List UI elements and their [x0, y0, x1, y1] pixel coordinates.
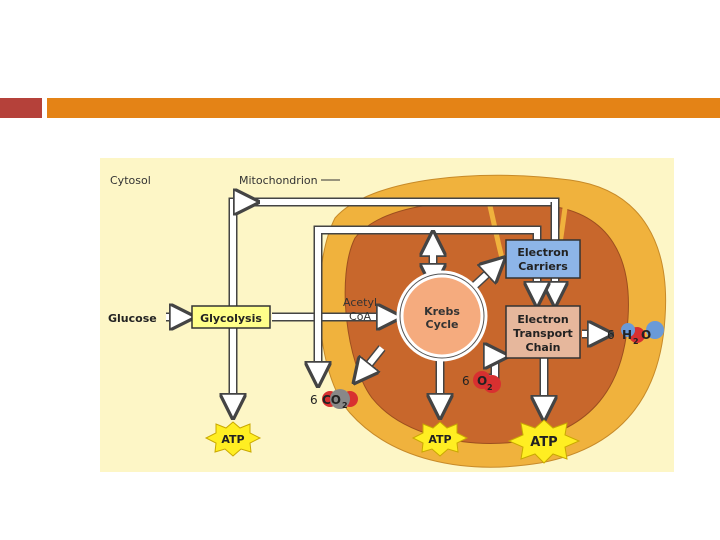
o2-symbol: O: [477, 374, 487, 388]
o2-coefficient: 6: [462, 374, 470, 388]
cytosol-label: Cytosol: [110, 174, 151, 187]
krebs-label-line2: Cycle: [426, 318, 459, 331]
atp-label-2: ATP: [428, 433, 451, 446]
title-accent-bar-left: [0, 98, 42, 118]
etc-label-line1: Electron: [517, 313, 568, 326]
atp-label-1: ATP: [221, 433, 244, 446]
carriers-label-line2: Carriers: [518, 260, 568, 273]
glycolysis-label: Glycolysis: [200, 312, 262, 325]
krebs-cycle-node: Krebs Cycle: [396, 270, 488, 362]
co2-subscript: 2: [342, 401, 348, 410]
arrow-krebs-to-carriers: [468, 262, 500, 292]
co2-symbol: CO: [322, 393, 341, 407]
electron-carriers-node: Electron Carriers: [505, 239, 581, 279]
krebs-label-line1: Krebs: [424, 305, 460, 318]
title-accent-bar-right: [47, 98, 720, 118]
glycolysis-node: Glycolysis: [191, 305, 271, 329]
acetyl-coa-label-line1: Acetyl: [343, 296, 377, 309]
etc-label-line2: Transport: [513, 327, 573, 340]
h2o-coefficient: 6: [607, 328, 615, 342]
atp-burst-glycolysis: ATP: [204, 421, 262, 457]
o2-subscript: 2: [487, 383, 493, 392]
cellular-respiration-diagram: Krebs Cycle Electron Carriers Electron T…: [100, 158, 674, 472]
atp-burst-krebs: ATP: [411, 421, 469, 457]
o2-molecule: 6 O 2: [462, 371, 501, 393]
h2o-subscript: 2: [633, 337, 639, 346]
mitochondrion-label: Mitochondrion: [239, 174, 318, 187]
atp-label-3: ATP: [530, 435, 557, 450]
atp-burst-etc: ATP: [507, 419, 581, 464]
carriers-label-line1: Electron: [517, 246, 568, 259]
arrow-krebs-to-co2: [358, 345, 386, 378]
h2o-molecule: 6 H 2 O: [607, 321, 664, 346]
co2-coefficient: 6: [310, 393, 318, 407]
etc-label-line3: Chain: [526, 341, 561, 354]
h2o-hydrogen: H: [622, 328, 632, 342]
acetyl-coa-label-line2: CoA: [349, 310, 371, 323]
glucose-label: Glucose: [108, 312, 157, 325]
co2-molecule: 6 CO 2: [310, 389, 358, 410]
electron-transport-chain-node: Electron Transport Chain: [505, 305, 581, 359]
h2o-oxygen: O: [641, 328, 651, 342]
